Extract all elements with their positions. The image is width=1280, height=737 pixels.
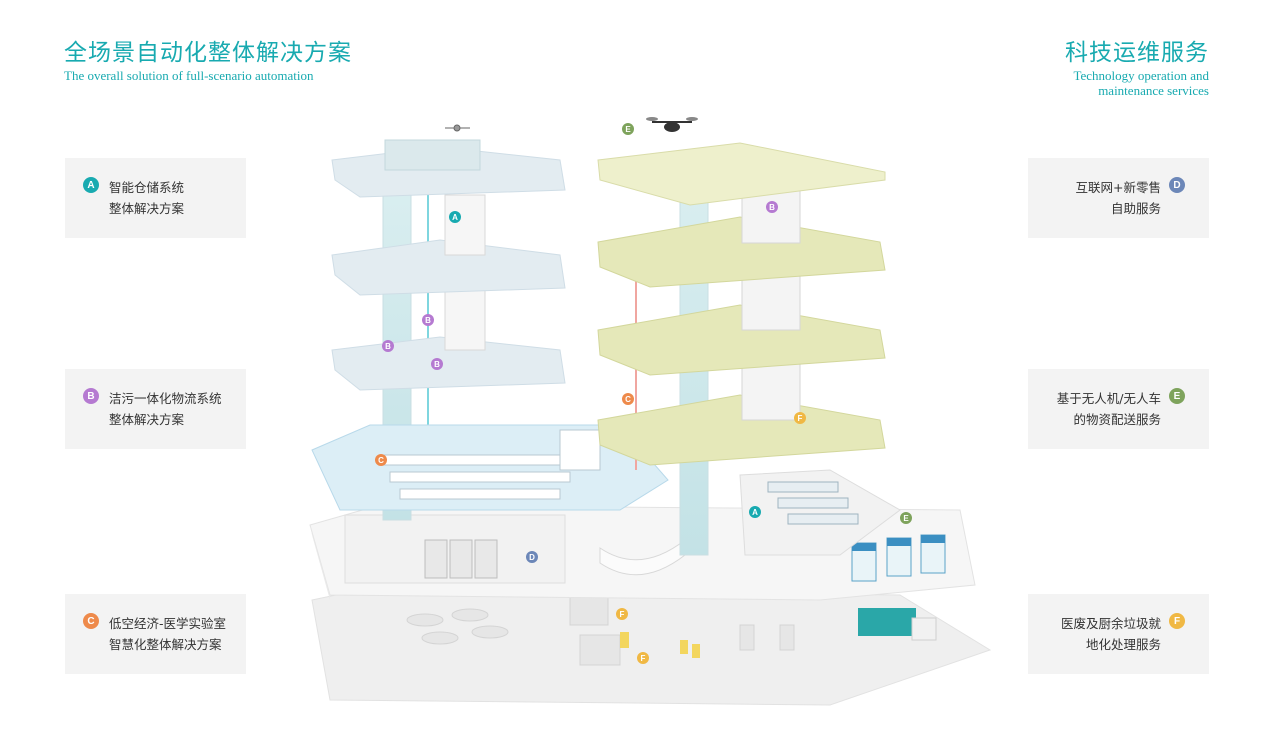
scene-marker-b: B <box>382 340 394 352</box>
scene-marker-f: F <box>794 412 806 424</box>
main-title: 全场景自动化整体解决方案 <box>64 40 352 66</box>
scene-marker-c: C <box>622 393 634 405</box>
services-subtitle-line2: maintenance services <box>1098 83 1209 98</box>
ground-equipment <box>406 594 795 666</box>
svg-text:F: F <box>620 610 625 619</box>
card-a-line2: 整体解决方案 <box>109 201 185 216</box>
warehouse-racks <box>767 481 859 525</box>
scene-marker-a: A <box>749 506 761 518</box>
ground-slab <box>311 589 992 706</box>
main-subtitle: The overall solution of full-scenario au… <box>64 68 314 83</box>
service-card-d[interactable]: 互联网+新零售 自助服务 D <box>1028 158 1209 238</box>
roof-drone-left <box>445 124 470 132</box>
right-tower-floor-1 <box>597 394 886 466</box>
card-d-line1: 互联网+新零售 <box>1075 180 1161 195</box>
right-tower-roof <box>597 142 886 206</box>
card-e-line1: 基于无人机/无人车 <box>1056 391 1161 406</box>
badge-f: F <box>1169 613 1185 629</box>
scene-marker-c: C <box>375 454 387 466</box>
yellow-bins <box>620 632 700 658</box>
right-tower-floor-2 <box>597 304 886 376</box>
scene-marker-e: E <box>622 123 634 135</box>
left-tower-floor-2 <box>331 239 566 296</box>
card-c-line1: 低空经济-医学实验室 <box>109 616 227 631</box>
solution-card-b[interactable]: B 洁污一体化物流系统 整体解决方案 <box>65 369 246 449</box>
card-e-line2: 的物资配送服务 <box>1073 412 1161 427</box>
scene-marker-f: F <box>637 652 649 664</box>
card-d-line2: 自助服务 <box>1110 201 1161 216</box>
card-c-line2: 智慧化整体解决方案 <box>109 637 222 652</box>
svg-text:B: B <box>769 203 775 212</box>
service-kiosks <box>851 534 946 582</box>
services-subtitle-line1: Technology operation and <box>1073 68 1209 83</box>
solution-card-a[interactable]: A 智能仓储系统 整体解决方案 <box>65 158 246 238</box>
scene-marker-e: E <box>900 512 912 524</box>
lab-benches <box>379 429 601 500</box>
card-b-line2: 整体解决方案 <box>109 412 185 427</box>
badge-a: A <box>83 177 99 193</box>
svg-text:A: A <box>752 508 758 517</box>
card-f-line2: 地化处理服务 <box>1085 637 1161 652</box>
svg-text:F: F <box>798 414 803 423</box>
svg-text:A: A <box>452 213 458 222</box>
svg-text:C: C <box>378 456 384 465</box>
svg-text:C: C <box>625 395 631 404</box>
scene-marker-b: B <box>422 314 434 326</box>
badge-d: D <box>1169 177 1185 193</box>
svg-text:B: B <box>425 316 431 325</box>
svg-text:B: B <box>434 360 440 369</box>
services-title: 科技运维服务 <box>1065 40 1209 66</box>
header-right: 科技运维服务 Technology operation and maintena… <box>1065 38 1209 98</box>
scene-marker-f: F <box>616 608 628 620</box>
badge-c: C <box>83 613 99 629</box>
header-left: 全场景自动化整体解决方案 The overall solution of ful… <box>64 38 352 83</box>
right-tower-floor-3 <box>597 216 886 288</box>
svg-text:E: E <box>625 125 631 134</box>
svg-text:E: E <box>903 514 909 523</box>
svg-text:F: F <box>641 654 646 663</box>
scene-marker-b: B <box>766 201 778 213</box>
svg-text:D: D <box>529 553 535 562</box>
badge-e: E <box>1169 388 1185 404</box>
service-card-f[interactable]: 医废及厨余垃圾就 地化处理服务 F <box>1028 594 1209 674</box>
scene-marker-b: B <box>431 358 443 370</box>
badge-b: B <box>83 388 99 404</box>
svg-text:B: B <box>385 342 391 351</box>
card-f-line1: 医废及厨余垃圾就 <box>1060 616 1161 631</box>
delivery-truck <box>858 608 937 641</box>
card-a-line1: 智能仓储系统 <box>109 180 185 195</box>
card-b-line1: 洁污一体化物流系统 <box>109 391 222 406</box>
service-card-e[interactable]: 基于无人机/无人车 的物资配送服务 E <box>1028 369 1209 449</box>
scene-marker-a: A <box>449 211 461 223</box>
scene-marker-d: D <box>526 551 538 563</box>
vending-machines <box>424 539 498 579</box>
drone-icon <box>646 117 698 132</box>
solution-card-c[interactable]: C 低空经济-医学实验室 智慧化整体解决方案 <box>65 594 246 674</box>
building-scene: E A B B B B C C D A E F F F <box>309 117 992 706</box>
